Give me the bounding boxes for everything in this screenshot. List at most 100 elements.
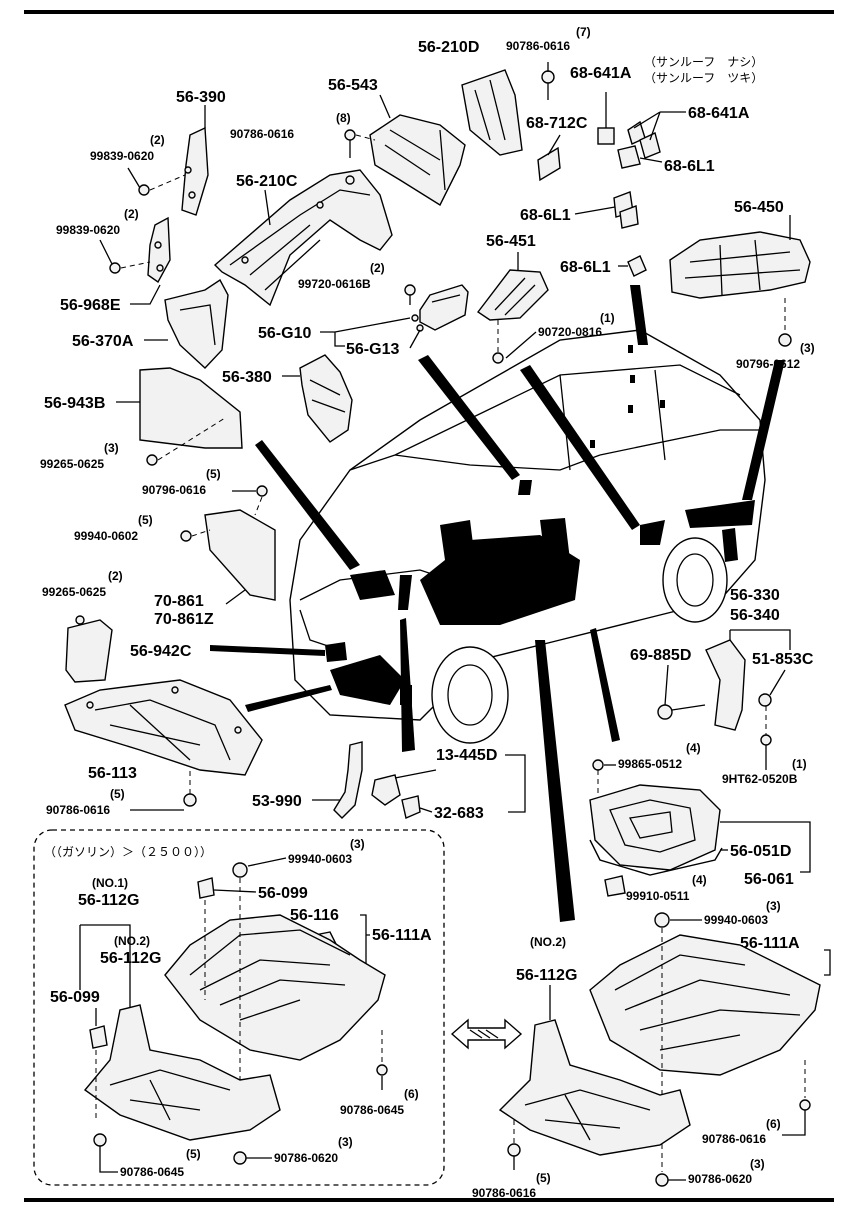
label-b99940-0603-b: 99940-0603 [704,913,768,927]
label-b99940-0603-a: 99940-0603 [288,852,352,866]
part-56-330 [705,639,746,731]
bottom-border [24,1198,834,1202]
label-b90720-0816: 90720-0816 [538,325,602,339]
label-56-210d: 56-210D [418,39,479,56]
label-q3f: (3) [750,1157,765,1171]
label-b99940-0602: 99940-0602 [74,529,138,543]
label-q4b: (4) [692,873,707,887]
part-56-113 [64,679,263,776]
part-56-210d [461,69,523,156]
label-p56-942c: 56-942C [130,643,192,660]
label-p68-6l1-c: 68-6L1 [560,259,611,276]
label-p56-051d: 56-051D [730,843,791,860]
label-p53-990: 53-990 [252,793,302,810]
label-b90786-0616-113: 90786-0616 [46,803,110,817]
label-p56-968e: 56-968E [60,297,121,314]
label-q3d: (3) [766,899,781,913]
label-q5e: (5) [536,1171,551,1185]
label-q2d: (2) [108,569,123,583]
label-b90786-0645-b: 90786-0645 [120,1165,184,1179]
vehicle-illustration [210,285,785,922]
label-q3b: (3) [104,441,119,455]
label-b90786-0616-r6: 90786-0616 [702,1132,766,1146]
label-p56-451: 56-451 [486,233,536,250]
part-56-g10 [419,284,469,331]
label-b99265-0625-a: 99265-0625 [40,457,104,471]
label-p56-061: 56-061 [744,871,794,888]
label-b90786-0616-8: 90786-0616 [230,127,294,141]
part-56-451 [476,269,549,321]
label-b90796-0616: 90796-0616 [142,483,206,497]
label-b9ht62-0520b: 9HT62-0520B [722,772,798,786]
label-b99839-0620-a: 99839-0620 [90,149,154,163]
label-p70-861z: 70-861Z [154,611,214,628]
label-no2a: (NO.2) [114,934,150,948]
label-b99865-0512: 99865-0512 [618,757,682,771]
label-no2b: (NO.2) [530,935,566,949]
label-p56-390: 56-390 [176,89,226,106]
double-arrow [450,1018,523,1050]
label-b90796-0612: 90796-0612 [736,357,800,371]
part-56-051d [589,784,721,871]
label-b99720-0616b: 99720-0616B [298,277,371,291]
label-p56-943b: 56-943B [44,395,105,412]
label-p68-641a-2: 68-641A [688,105,750,122]
label-p68-6l1-a: 68-6L1 [664,158,715,175]
label-p56-370a: 56-370A [72,333,134,350]
label-p69-885d: 69-885D [630,647,691,664]
label-p68-6l1-b: 68-6L1 [520,207,571,224]
label-p56-111a-a: 56-111A [372,927,432,944]
label-jp1: （サンルーフ ナシ） [644,55,763,69]
part-56-112g-inset [83,1004,281,1141]
label-b90786-0620-a: 90786-0620 [274,1151,338,1165]
label-p68-712c: 68-712C [526,115,588,132]
label-b90786-0616-top: 90786-0616 [506,39,570,53]
label-no1: (NO.1) [92,876,128,890]
part-56-543 [369,114,466,207]
label-56-210c: 56-210C [236,173,298,190]
part-56-111a-right [589,934,821,1076]
label-q5b: (5) [138,513,153,527]
label-p56-340: 56-340 [730,607,780,624]
part-56-380 [299,354,353,443]
part-70-861 [204,509,276,601]
label-q3e: (3) [338,1135,353,1149]
label-p56-330: 56-330 [730,587,780,604]
label-p56-116-a: 56-116 [290,907,339,924]
part-56-112g-right [498,1019,691,1156]
label-b99265-0625-b: 99265-0625 [42,585,106,599]
label-q1a: (1) [600,311,615,325]
label-p56-099-b: 56-099 [50,989,100,1006]
part-56-210c [213,169,393,307]
label-p51-853c: 51-853C [752,651,814,668]
label-b90786-0620-b: 90786-0620 [688,1172,752,1186]
label-q5d: (5) [186,1147,201,1161]
label-p32-683: 32-683 [434,805,484,822]
label-q5c: (5) [110,787,125,801]
inset-title: （（ガソリン）＞（２５００）） [44,845,212,859]
label-q5a: (5) [206,467,221,481]
label-q2b: (2) [124,207,139,221]
gasoline-2500-inset [33,829,445,1186]
label-b90786-0616-r5: 90786-0616 [472,1186,536,1200]
label-p56-112g-3: 56-112G [516,967,577,984]
label-q6b: (6) [766,1117,781,1131]
label-p56-112g-2: 56-112G [100,950,161,967]
part-56-943b [139,367,243,449]
part-53-990 [333,741,363,819]
top-border [24,10,834,14]
label-p56-g10: 56-G10 [258,325,311,342]
label-p56-380: 56-380 [222,369,272,386]
label-p68-641a-1: 68-641A [570,65,632,82]
label-p56-111a-b: 56-111A [740,935,800,952]
label-p56-450: 56-450 [734,199,784,216]
label-p70-861: 70-861 [154,593,204,610]
label-q8: (8) [336,111,351,125]
label-q4a: (4) [686,741,701,755]
label-q3a: (3) [800,341,815,355]
part-56-942c [65,619,113,683]
label-q2a: (2) [150,133,165,147]
label-p56-g13: 56-G13 [346,341,399,358]
label-b99910-0511: 99910-0511 [626,889,690,903]
label-p56-113: 56-113 [88,765,137,782]
